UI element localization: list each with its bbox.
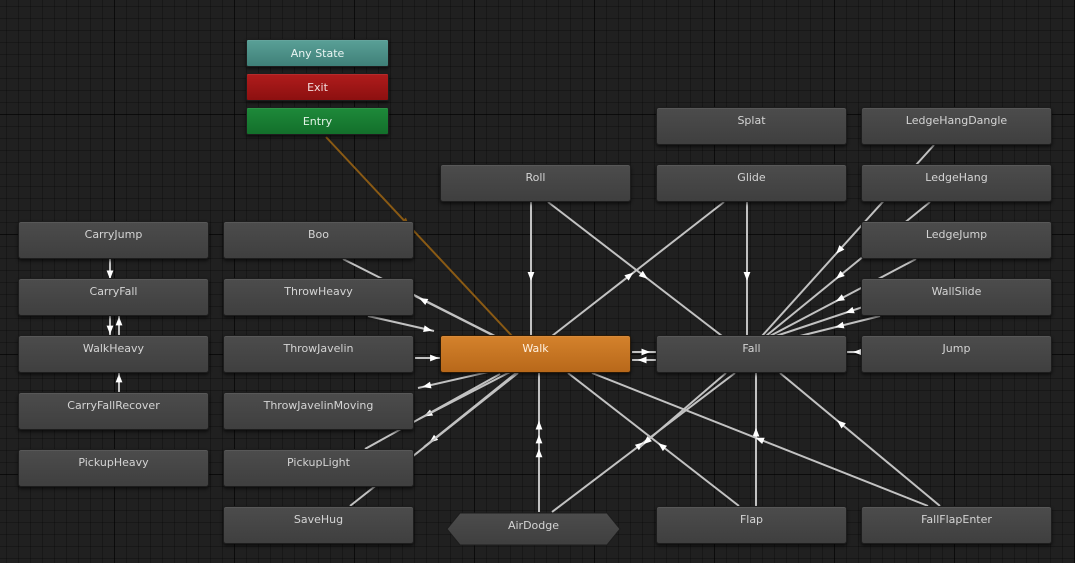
transition-walk-heavy-to-carry-fall[interactable]	[115, 316, 123, 335]
state-fall-flap-enter[interactable]: FallFlapEnter	[861, 506, 1052, 544]
transition-wall-slide-to-fall-2[interactable]	[799, 315, 881, 337]
state-carry-jump[interactable]: CarryJump	[18, 221, 209, 259]
transition-carry-jump-to-carry-fall[interactable]	[106, 259, 114, 280]
transition-line[interactable]	[414, 295, 501, 340]
transition-arrow-icon	[106, 270, 114, 280]
state-throw-javelin[interactable]: ThrowJavelin	[223, 335, 414, 373]
transition-arrow-icon	[115, 316, 123, 326]
state-exit[interactable]: Exit	[246, 73, 389, 101]
transition-line[interactable]	[567, 372, 740, 507]
transition-flap-to-walk[interactable]	[567, 372, 740, 507]
state-fall[interactable]: Fall	[656, 335, 847, 373]
state-flap[interactable]: Flap	[656, 506, 847, 544]
state-pickup-heavy[interactable]: PickupHeavy	[18, 449, 209, 487]
transition-jump-to-fall[interactable]	[847, 348, 862, 356]
transition-line[interactable]	[547, 201, 723, 337]
transition-arrow-icon	[853, 348, 862, 356]
transition-line[interactable]	[551, 201, 725, 337]
transition-arrow-icon	[419, 298, 429, 305]
transition-carry-fall-to-walk-heavy[interactable]	[106, 316, 114, 335]
transition-pickup-light-to-walk[interactable]	[364, 373, 501, 450]
state-glide[interactable]: Glide	[656, 164, 847, 202]
transition-glide-to-fall[interactable]	[743, 202, 751, 336]
transition-roll-to-walk[interactable]	[527, 202, 535, 336]
transition-line[interactable]	[639, 372, 727, 448]
transition-arrow-icon	[430, 354, 439, 362]
state-roll[interactable]: Roll	[440, 164, 631, 202]
transition-flap-to-fall[interactable]	[752, 373, 760, 506]
transition-roll-to-fall[interactable]	[547, 201, 723, 337]
state-carry-fall-recover[interactable]: CarryFallRecover	[18, 392, 209, 430]
transition-arrow-icon	[835, 294, 845, 302]
state-walk[interactable]: Walk	[440, 335, 631, 373]
transition-carry-fall-recover-to-walk-heavy[interactable]	[115, 373, 123, 392]
transition-arrow-icon	[743, 272, 751, 281]
state-any-state[interactable]: Any State	[246, 39, 389, 67]
state-carry-fall[interactable]: CarryFall	[18, 278, 209, 316]
state-save-hug[interactable]: SaveHug	[223, 506, 414, 544]
state-air-dodge-label: AirDodge	[507, 519, 560, 532]
transition-arrow-icon	[624, 272, 634, 281]
transition-line[interactable]	[367, 315, 435, 332]
transition-arrow-icon	[535, 434, 543, 444]
transition-arrow-icon	[835, 270, 845, 279]
transition-arrow-icon	[836, 245, 845, 254]
transition-line[interactable]	[779, 372, 941, 507]
transition-walk-to-throw-heavy[interactable]	[414, 295, 501, 340]
transition-ledge-jump-to-fall[interactable]	[769, 258, 917, 337]
transition-fall-to-walk[interactable]	[632, 356, 656, 364]
transition-fall-flap-enter-to-fall[interactable]	[779, 372, 941, 507]
transition-arrow-icon	[634, 442, 644, 451]
transition-arrow-icon	[535, 420, 543, 430]
transition-throw-heavy-to-walk[interactable]	[367, 315, 435, 332]
transition-arrow-icon	[106, 325, 114, 335]
state-walk-heavy[interactable]: WalkHeavy	[18, 335, 209, 373]
transition-walk-to-glide[interactable]	[551, 201, 725, 337]
transition-arrow-icon	[835, 321, 845, 329]
transition-throw-javelin-to-walk[interactable]	[415, 354, 440, 362]
sub-state-machine-shape	[446, 512, 621, 546]
transition-line[interactable]	[325, 136, 513, 337]
transition-arrow-icon	[643, 436, 652, 445]
transition-arrow-icon	[535, 448, 543, 458]
transition-fall-flap-enter-to-walk[interactable]	[591, 372, 929, 507]
state-ledge-hang-dangle[interactable]: LedgeHangDangle	[861, 107, 1052, 145]
state-wall-slide[interactable]: WallSlide	[861, 278, 1052, 316]
state-throw-heavy[interactable]: ThrowHeavy	[223, 278, 414, 316]
state-splat[interactable]: Splat	[656, 107, 847, 145]
state-throw-javelin-moving[interactable]: ThrowJavelinMoving	[223, 392, 414, 430]
transition-arrow-icon	[527, 272, 535, 281]
transition-walk-to-fall[interactable]	[632, 348, 656, 356]
transition-arrow-icon	[638, 270, 648, 279]
transition-arrow-icon	[755, 437, 765, 444]
transition-arrow-icon	[422, 381, 432, 389]
state-pickup-light[interactable]: PickupLight	[223, 449, 414, 487]
transition-air-dodge-to-fall[interactable]	[551, 372, 736, 513]
state-ledge-jump[interactable]: LedgeJump	[861, 221, 1052, 259]
transition-line[interactable]	[364, 373, 501, 450]
transition-arrow-icon	[658, 443, 667, 452]
transition-arrow-icon	[752, 427, 760, 437]
transition-arrow-icon	[115, 373, 123, 383]
transition-air-dodge-to-walk[interactable]	[535, 373, 543, 512]
state-air-dodge[interactable]: AirDodge	[446, 512, 621, 546]
state-boo[interactable]: Boo	[223, 221, 414, 259]
state-entry[interactable]: Entry	[246, 107, 389, 135]
transition-arrow-icon	[637, 356, 647, 364]
transition-fall-to-throw-heavy-area[interactable]	[639, 372, 727, 448]
transition-arrow-icon	[837, 420, 846, 429]
transition-arrow-icon	[845, 306, 855, 314]
transition-arrow-icon	[641, 348, 651, 356]
state-jump[interactable]: Jump	[861, 335, 1052, 373]
state-ledge-hang[interactable]: LedgeHang	[861, 164, 1052, 202]
transition-arrow-icon	[423, 325, 433, 332]
